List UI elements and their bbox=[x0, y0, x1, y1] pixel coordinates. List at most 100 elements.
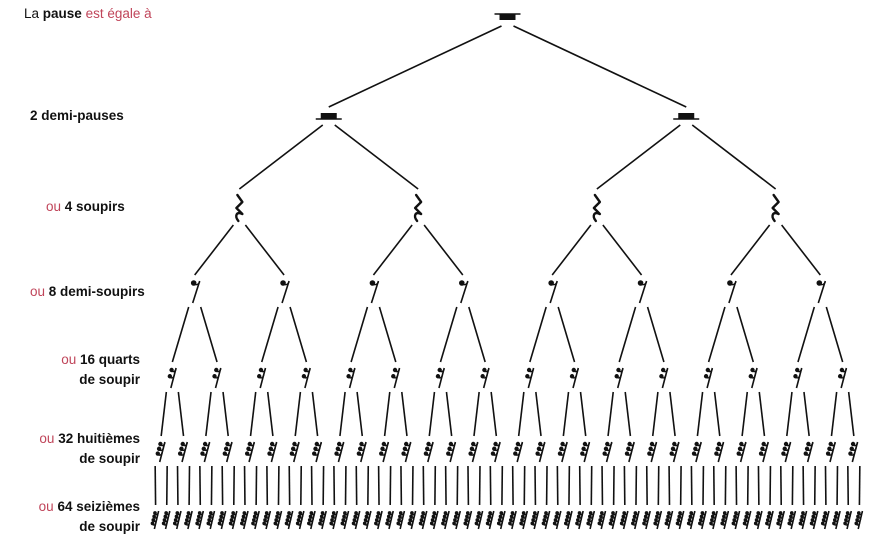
huitieme-de-soupir-symbol bbox=[177, 441, 189, 463]
seizieme-de-soupir-symbol bbox=[664, 510, 674, 530]
symbols-level-2 bbox=[315, 113, 700, 120]
level-label-3: ou 4 soupirs bbox=[46, 197, 125, 217]
connector bbox=[423, 224, 464, 276]
seizieme-de-soupir-symbol bbox=[262, 510, 272, 530]
connector bbox=[736, 306, 755, 363]
seizieme-de-soupir-symbol bbox=[418, 510, 428, 530]
quart-de-soupir-symbol bbox=[346, 367, 356, 389]
connector bbox=[780, 224, 821, 276]
connector bbox=[513, 25, 687, 108]
seizieme-de-soupir-symbol bbox=[184, 510, 193, 530]
connector bbox=[786, 391, 793, 437]
huitieme-de-soupir-symbol bbox=[244, 441, 256, 463]
quart-de-soupir-symbol bbox=[748, 367, 758, 389]
level-0-text-1-1: pause bbox=[42, 6, 82, 21]
huitieme-de-soupir-symbol bbox=[289, 441, 300, 463]
seizieme-de-soupir-symbol bbox=[575, 510, 584, 530]
seizieme-de-soupir-symbol bbox=[307, 510, 316, 530]
level-label-line: ou 32 huitièmes bbox=[30, 429, 140, 449]
seizieme-de-soupir-symbol bbox=[653, 510, 663, 530]
connectors-level-6 bbox=[154, 465, 861, 506]
connectors-level-2 bbox=[238, 124, 777, 190]
connector bbox=[238, 124, 324, 190]
connector bbox=[624, 391, 632, 437]
connector bbox=[400, 391, 408, 437]
connector bbox=[830, 391, 838, 437]
demi-soupir-symbol bbox=[280, 280, 290, 304]
demi-pause-symbol bbox=[673, 113, 700, 120]
quart-de-soupir-symbol bbox=[257, 367, 267, 389]
connector bbox=[171, 306, 190, 363]
quart-de-soupir-symbol bbox=[569, 367, 580, 389]
level-2-text-1-0: ou bbox=[46, 199, 65, 214]
huitieme-de-soupir-symbol bbox=[825, 441, 837, 463]
seizieme-de-soupir-symbol bbox=[474, 510, 484, 530]
connector bbox=[328, 25, 502, 108]
huitieme-de-soupir-symbol bbox=[446, 441, 457, 463]
seizieme-de-soupir-symbol bbox=[150, 510, 160, 530]
seizieme-de-soupir-symbol bbox=[452, 510, 462, 530]
connector bbox=[797, 306, 816, 363]
seizieme-de-soupir-symbol bbox=[385, 510, 394, 530]
quart-de-soupir-symbol bbox=[703, 367, 714, 389]
seizieme-de-soupir-symbol bbox=[329, 510, 339, 530]
seizieme-de-soupir-symbol bbox=[240, 510, 249, 530]
huitieme-de-soupir-symbol bbox=[803, 441, 814, 463]
level-label-line: La pause est égale à bbox=[24, 4, 152, 24]
level-0-text-1-0: La bbox=[24, 6, 43, 21]
seizieme-de-soupir-symbol bbox=[619, 510, 629, 530]
pause-symbol bbox=[494, 13, 521, 20]
seizieme-de-soupir-symbol bbox=[597, 510, 607, 530]
connector bbox=[428, 391, 436, 437]
connector bbox=[529, 306, 547, 363]
seizieme-de-soupir-symbol bbox=[832, 510, 841, 530]
quart-de-soupir-symbol bbox=[167, 367, 177, 389]
connector bbox=[222, 391, 229, 437]
huitieme-de-soupir-symbol bbox=[669, 441, 680, 463]
connector bbox=[294, 391, 302, 437]
huitieme-de-soupir-symbol bbox=[379, 441, 390, 463]
seizieme-de-soupir-symbol bbox=[273, 510, 283, 530]
seizieme-de-soupir-symbol bbox=[675, 510, 685, 530]
seizieme-de-soupir-symbol bbox=[496, 510, 506, 530]
symbols-level-6 bbox=[155, 441, 859, 463]
level-5-text-1-1: 32 huitièmes bbox=[58, 431, 140, 446]
seizieme-de-soupir-symbol bbox=[374, 510, 383, 530]
seizieme-de-soupir-symbol bbox=[631, 510, 640, 530]
connector bbox=[847, 391, 855, 437]
level-3-text-1-0: ou bbox=[30, 284, 49, 299]
connector bbox=[339, 391, 346, 437]
huitieme-de-soupir-symbol bbox=[602, 441, 613, 463]
demi-soupir-symbol bbox=[190, 280, 201, 304]
connector bbox=[334, 124, 419, 190]
soupir-symbol bbox=[771, 193, 780, 223]
quart-de-soupir-symbol bbox=[212, 367, 222, 389]
seizieme-de-soupir-symbol bbox=[530, 510, 540, 530]
seizieme-de-soupir-symbol bbox=[318, 510, 327, 530]
level-6-text-2-0: de soupir bbox=[79, 519, 140, 534]
connector bbox=[579, 391, 587, 437]
seizieme-de-soupir-symbol bbox=[463, 510, 473, 530]
connector bbox=[696, 391, 704, 437]
seizieme-de-soupir-symbol bbox=[686, 510, 696, 530]
seizieme-de-soupir-symbol bbox=[228, 510, 238, 530]
huitieme-de-soupir-symbol bbox=[647, 441, 658, 463]
huitieme-de-soupir-symbol bbox=[334, 441, 345, 463]
seizieme-de-soupir-symbol bbox=[295, 510, 305, 530]
connector bbox=[669, 391, 676, 437]
connector bbox=[205, 391, 212, 437]
level-label-4: ou 8 demi-soupirs bbox=[30, 282, 145, 302]
demi-soupir-symbol bbox=[548, 280, 558, 304]
connector bbox=[439, 306, 458, 363]
huitieme-de-soupir-symbol bbox=[781, 441, 792, 463]
soupir-symbol bbox=[592, 193, 602, 223]
symbols-level-7 bbox=[150, 510, 864, 530]
connector bbox=[177, 391, 185, 437]
connector bbox=[758, 391, 766, 437]
connector bbox=[730, 224, 771, 276]
huitieme-de-soupir-symbol bbox=[468, 441, 479, 463]
seizieme-de-soupir-symbol bbox=[809, 510, 819, 530]
connector bbox=[551, 224, 592, 276]
seizieme-de-soupir-symbol bbox=[776, 510, 785, 530]
